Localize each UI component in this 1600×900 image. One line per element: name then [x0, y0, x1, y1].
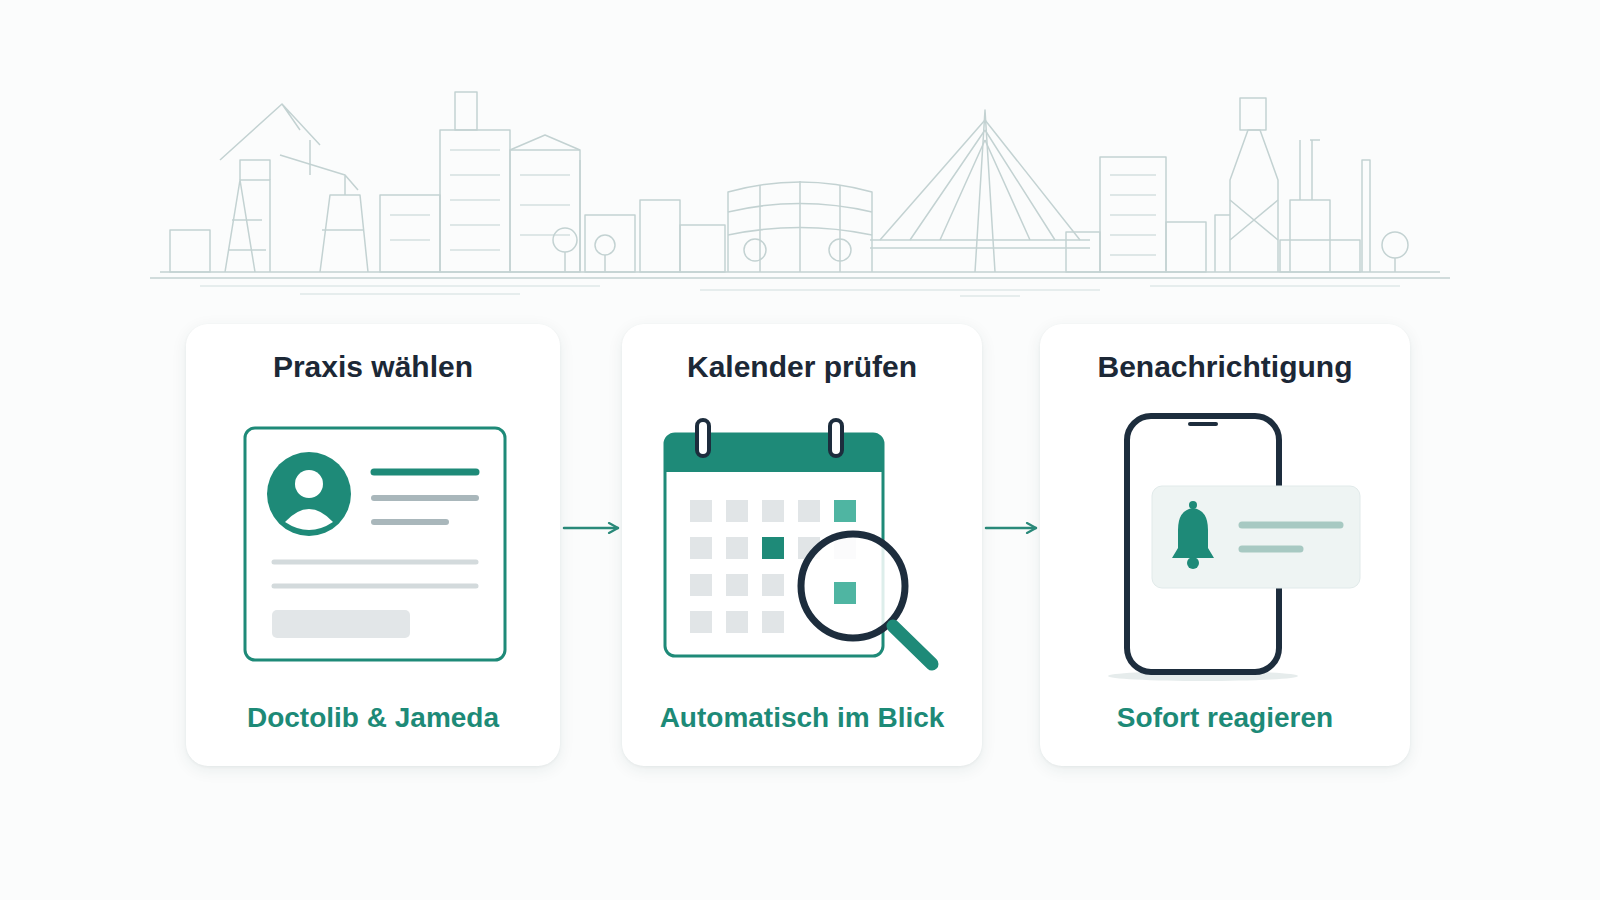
step-card: Kalender prüfenAutomatisch im Blick [622, 324, 982, 766]
step-subtitle: Sofort reagieren [1117, 702, 1333, 734]
step-heading: Benachrichtigung [1097, 350, 1352, 384]
skyline [150, 92, 1450, 296]
profile-icon [245, 428, 505, 660]
step-subtitle: Doctolib & Jameda [247, 702, 499, 734]
step-subtitle: Automatisch im Blick [660, 702, 945, 734]
flow-arrow [986, 527, 1036, 530]
step-card: Praxis wählenDoctolib & Jameda [186, 324, 560, 766]
step-heading: Kalender prüfen [687, 350, 917, 384]
step-heading: Praxis wählen [273, 350, 473, 384]
flow-arrow [564, 527, 618, 530]
calendar-icon [665, 420, 932, 664]
step-card: BenachrichtigungSofort reagieren [1040, 324, 1410, 766]
phone-icon [1108, 416, 1360, 681]
card-grounds [186, 324, 1410, 766]
